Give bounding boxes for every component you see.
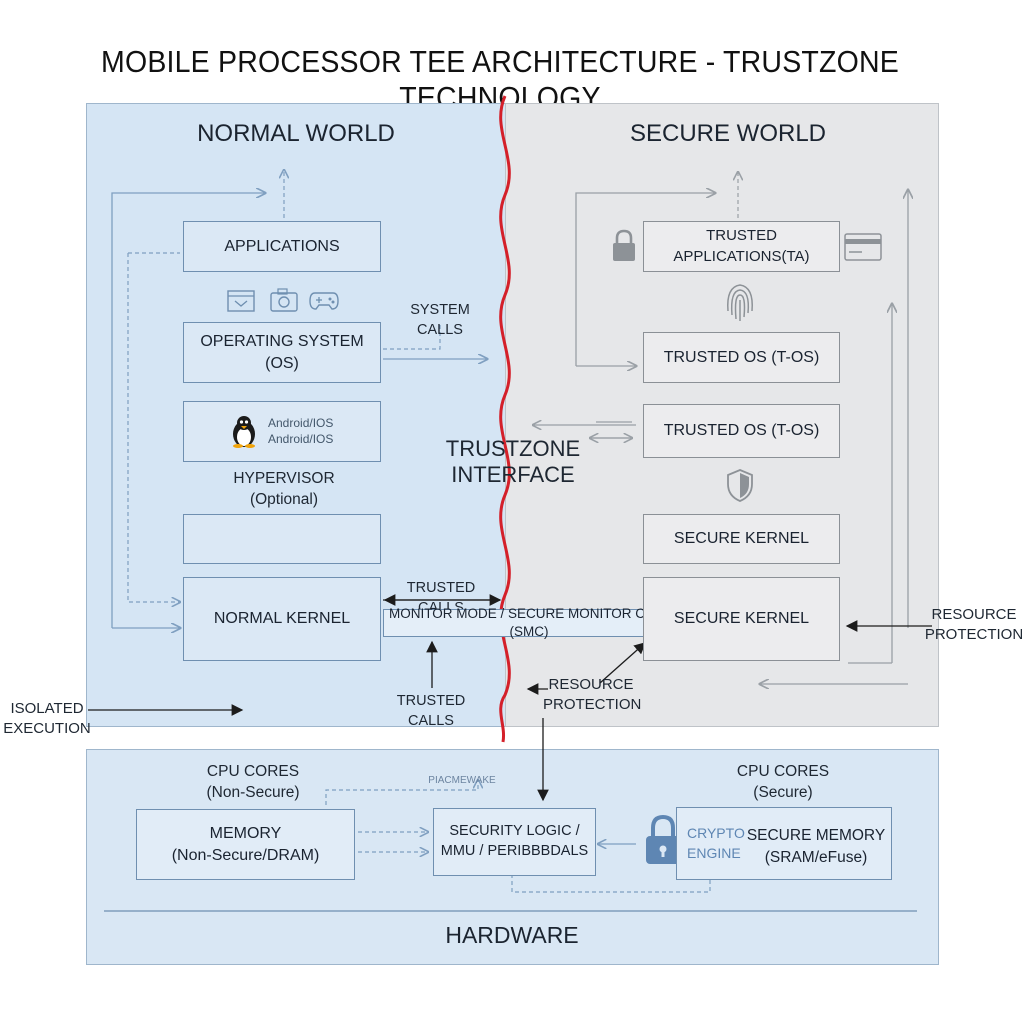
linux-penguin-icon [230,414,258,455]
applications-box: APPLICATIONS [183,221,381,272]
trustzone-interface-label: TRUSTZONE INTERFACE [445,436,581,488]
crypto-engine-label: CRYPTO ENGINE [687,825,745,862]
secure-memory-box: CRYPTO ENGINE SECURE MEMORY (SRAM/eFuse) [676,807,892,880]
cpu-non-secure-label: CPU CORES (Non-Secure) [206,763,300,801]
placeholder-label: PIACMEWAKE [428,775,496,786]
hardware-heading: HARDWARE [445,922,579,948]
trusted-calls-bottom-label: TRUSTED CALLS [396,693,466,729]
camera-icon [270,288,298,317]
operating-system-box: OPERATING SYSTEM (OS) [183,322,381,383]
android-ios-box: Android/IOS Android/IOS [183,401,381,462]
system-calls-label: SYSTEM CALLS [410,302,470,338]
browser-icon [227,290,255,317]
credit-card-icon [844,233,882,266]
secure-kernel-box-2: SECURE KERNEL [643,577,840,661]
diagram-title: MOBILE PROCESSOR TEE ARCHITECTURE - TRUS… [101,44,899,115]
trusted-os-box-1: TRUSTED OS (T-OS) [643,332,840,383]
hypervisor-box [183,514,381,564]
resource-protection-right-label: RESOURCE PROTECTION [924,606,1024,644]
fingerprint-icon [722,281,758,330]
trusted-applications-box: TRUSTED APPLICATIONS(TA) [643,221,840,272]
android-ios-label: Android/IOS Android/IOS [268,416,334,447]
hypervisor-label: HYPERVISOR (Optional) [233,470,335,508]
interface-resource-protection-label: RESOURCE PROTECTION [543,676,642,714]
trusted-os-box-2: TRUSTED OS (T-OS) [643,404,840,458]
cpu-secure-label: CPU CORES (Secure) [736,763,830,801]
lock-icon [610,229,638,268]
normal-world-heading: NORMAL WORLD [197,120,395,147]
secure-kernel-box-1: SECURE KERNEL [643,514,840,564]
isolated-execution-label: ISOLATED EXECUTION [3,700,91,738]
padlock-icon [643,814,683,871]
monitor-mode-box: MONITOR MODE / SECURE MONITOR CALL (SMC) [383,606,675,639]
shield-icon [726,468,754,507]
secure-world-heading: SECURE WORLD [629,120,827,147]
security-logic-box: SECURITY LOGIC / MMU / PERIBBBDALS [433,808,596,876]
normal-kernel-box: NORMAL KERNEL [183,577,381,661]
gamepad-icon [309,291,339,316]
memory-box: MEMORY (Non-Secure/DRAM) [136,809,355,880]
secure-memory-label: SECURE MEMORY (SRAM/eFuse) [746,827,886,866]
